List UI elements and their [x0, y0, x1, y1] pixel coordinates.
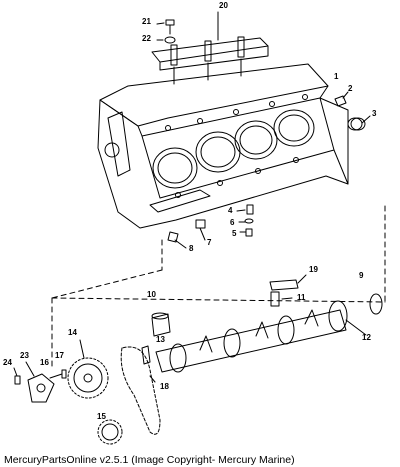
callout-16: 16: [40, 358, 49, 367]
callout-8: 8: [189, 244, 194, 253]
copyright-caption: MercuryPartsOnline v2.5.1 (Image Copyrig…: [4, 454, 295, 466]
callout-24: 24: [3, 358, 12, 367]
camshaft: [155, 293, 383, 373]
cam-bearing: [151, 312, 171, 337]
dashed-leaders: [51, 205, 386, 367]
thrust-plate-parts: [13, 361, 67, 403]
callout-14: 14: [68, 328, 77, 337]
lifter-parts: [269, 274, 307, 307]
callout-23: 23: [20, 351, 29, 360]
callout-22: 22: [142, 34, 151, 43]
callout-19: 19: [309, 265, 318, 274]
callout-18: 18: [160, 382, 169, 391]
callout-3: 3: [372, 109, 377, 118]
callout-12: 12: [362, 333, 371, 342]
callout-7: 7: [207, 238, 212, 247]
callout-21: 21: [142, 17, 151, 26]
callout-15: 15: [97, 412, 106, 421]
engine-block: [97, 63, 349, 229]
callout-6: 6: [230, 218, 235, 227]
callout-11: 11: [297, 293, 306, 302]
callout-9: 9: [359, 271, 364, 280]
bolt-and-washer: [156, 19, 176, 44]
retainer-rail: [151, 11, 269, 85]
timing-drive: [67, 339, 161, 445]
callout-1: 1: [334, 72, 339, 81]
callout-4: 4: [228, 206, 233, 215]
callout-20: 20: [219, 1, 228, 10]
callout-17: 17: [55, 351, 64, 360]
callout-5: 5: [232, 229, 237, 238]
callout-13: 13: [156, 335, 165, 344]
callout-2: 2: [348, 84, 353, 93]
callout-10: 10: [147, 290, 156, 299]
block-small-parts: [167, 91, 371, 249]
